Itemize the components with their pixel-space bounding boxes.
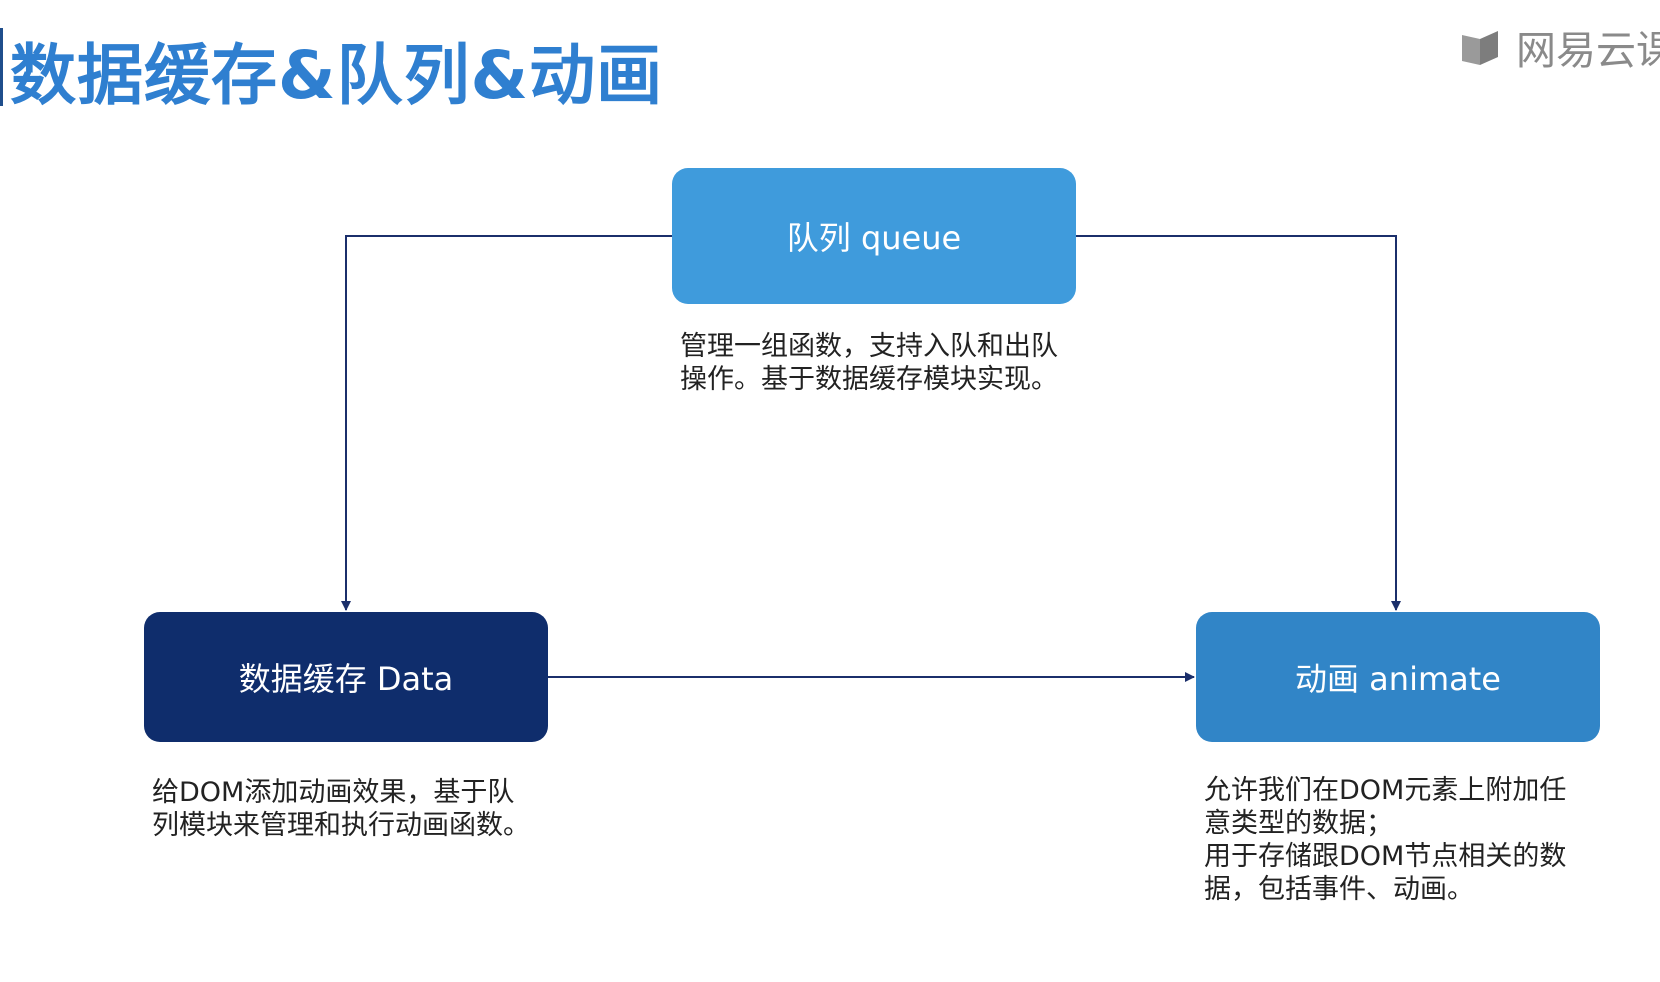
data-node: 数据缓存 Data bbox=[144, 612, 548, 742]
title-accent-bar bbox=[0, 28, 3, 106]
data-description: 给DOM添加动画效果，基于队 列模块来管理和执行动画函数。 bbox=[152, 777, 530, 841]
animate-node: 动画 animate bbox=[1196, 612, 1600, 742]
animate-description: 允许我们在DOM元素上附加任 意类型的数据； 用于存储跟DOM节点相关的数 据，… bbox=[1204, 775, 1567, 905]
book-icon bbox=[1462, 31, 1498, 65]
brand-logo: 网易云课 bbox=[1458, 22, 1660, 74]
animate-node-label: 动画 animate bbox=[1295, 660, 1501, 698]
arrow-queue-to-data bbox=[341, 235, 672, 611]
queue-node: 队列 queue bbox=[672, 168, 1076, 304]
queue-node-label: 队列 queue bbox=[786, 219, 962, 257]
arrow-queue-to-animate bbox=[1076, 235, 1401, 611]
page-title: 数据缓存&队列&动画 bbox=[10, 37, 664, 114]
queue-description: 管理一组函数，支持入队和出队 操作。基于数据缓存模块实现。 bbox=[680, 331, 1058, 395]
data-node-label: 数据缓存 Data bbox=[238, 660, 454, 698]
logo-text: 网易云课 bbox=[1516, 28, 1660, 74]
